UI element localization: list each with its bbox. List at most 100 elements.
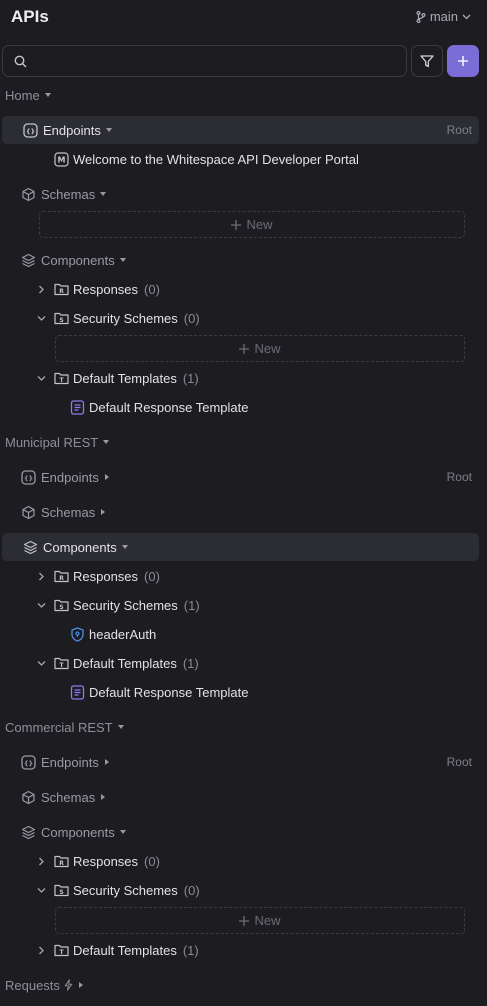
add-button[interactable] — [447, 45, 479, 77]
item-count: (0) — [144, 568, 160, 584]
new-label: New — [246, 217, 273, 232]
caret-down-icon — [119, 258, 126, 262]
filter-button[interactable] — [411, 45, 443, 77]
tree-item-schemas[interactable]: Schemas — [0, 498, 487, 526]
cube-icon — [20, 789, 36, 805]
tree-item-components[interactable]: Components — [0, 246, 487, 274]
tree-item-components[interactable]: Components — [0, 818, 487, 846]
section-label: Home — [5, 87, 40, 103]
chevron-down-icon[interactable] — [35, 599, 47, 611]
new-schema-button[interactable]: New — [39, 211, 465, 238]
tree-item-responses[interactable]: R Responses (0) — [0, 847, 487, 875]
chevron-right-icon[interactable] — [35, 855, 47, 867]
item-count: (1) — [182, 942, 199, 958]
tree-item-label: Schemas — [41, 504, 96, 520]
shield-icon — [69, 626, 85, 642]
chevron-right-icon[interactable] — [35, 283, 47, 295]
template-doc-icon — [69, 399, 85, 415]
template-doc-icon — [69, 684, 85, 700]
root-label: Root — [446, 123, 472, 137]
branch-name: main — [429, 9, 458, 24]
cube-icon — [20, 186, 36, 202]
tree-item-label: Security Schemes — [73, 597, 178, 613]
tree-item-label: Responses — [73, 568, 139, 584]
tree-item-responses[interactable]: R Responses (0) — [0, 562, 487, 590]
plus-icon — [231, 219, 242, 230]
svg-text:T: T — [59, 662, 64, 669]
section-requests[interactable]: Requests — [0, 971, 487, 999]
tree-item-security-schemes[interactable]: S Security Schemes (0) — [0, 304, 487, 332]
section-label: Commercial REST — [5, 719, 113, 735]
folder-template-icon: T — [53, 655, 69, 671]
section-home[interactable]: Home — [0, 81, 487, 109]
tree-item-label: Default Response Template — [89, 684, 249, 700]
caret-right-icon — [78, 982, 83, 988]
tree-item-label: Default Templates — [73, 655, 177, 671]
chevron-down-icon[interactable] — [35, 884, 47, 896]
tree-item-default-response-template[interactable]: Default Response Template — [0, 678, 487, 706]
item-count: (0) — [183, 310, 200, 326]
folder-security-icon: S — [53, 882, 69, 898]
root-label: Root — [446, 470, 472, 484]
tree-item-welcome-doc[interactable]: M Welcome to the Whitespace API Develope… — [0, 145, 487, 173]
folder-template-icon: T — [53, 942, 69, 958]
tree-item-label: Endpoints — [43, 122, 101, 138]
endpoints-icon: {} — [20, 469, 36, 485]
chevron-down-icon[interactable] — [35, 372, 47, 384]
chevron-right-icon[interactable] — [35, 570, 47, 582]
tree-item-endpoints[interactable]: {} Endpoints Root — [2, 116, 479, 144]
svg-text:M: M — [57, 155, 65, 164]
item-count: (0) — [144, 281, 160, 297]
svg-text:S: S — [59, 317, 63, 324]
caret-right-icon — [101, 509, 106, 515]
root-label: Root — [446, 755, 472, 769]
svg-text:T: T — [59, 949, 64, 956]
lightning-icon — [64, 979, 73, 991]
folder-response-icon: R — [53, 281, 69, 297]
svg-text:{}: {} — [25, 127, 34, 135]
caret-down-icon — [105, 128, 112, 132]
tree-item-label: Security Schemes — [73, 310, 178, 326]
cube-icon — [20, 504, 36, 520]
tree-item-label: Endpoints — [41, 469, 99, 485]
tree-item-endpoints[interactable]: {} Endpoints Root — [0, 463, 487, 491]
folder-template-icon: T — [53, 370, 69, 386]
tree-item-default-response-template[interactable]: Default Response Template — [0, 393, 487, 421]
item-count: (1) — [182, 655, 199, 671]
svg-text:T: T — [59, 377, 64, 384]
caret-down-icon — [119, 830, 126, 834]
tree-item-security-schemes[interactable]: S Security Schemes (1) — [0, 591, 487, 619]
endpoints-icon: {} — [20, 754, 36, 770]
tree-item-schemas[interactable]: Schemas — [0, 783, 487, 811]
tree-item-components[interactable]: Components — [2, 533, 479, 561]
tree-item-endpoints[interactable]: {} Endpoints Root — [0, 748, 487, 776]
tree-item-default-templates[interactable]: T Default Templates (1) — [0, 936, 487, 964]
section-municipal-rest[interactable]: Municipal REST — [0, 428, 487, 456]
tree-item-responses[interactable]: R Responses (0) — [0, 275, 487, 303]
item-count: (1) — [182, 370, 199, 386]
item-count: (1) — [183, 597, 200, 613]
section-commercial-rest[interactable]: Commercial REST — [0, 713, 487, 741]
new-label: New — [254, 913, 281, 928]
tree-item-security-schemes[interactable]: S Security Schemes (0) — [0, 876, 487, 904]
tree-item-default-templates[interactable]: T Default Templates (1) — [0, 364, 487, 392]
folder-response-icon: R — [53, 853, 69, 869]
chevron-down-icon[interactable] — [35, 312, 47, 324]
branch-selector[interactable]: main — [416, 9, 471, 24]
chevron-right-icon[interactable] — [35, 944, 47, 956]
new-label: New — [254, 341, 281, 356]
filter-icon — [420, 54, 434, 67]
tree-item-label: Default Response Template — [89, 399, 249, 415]
search-input[interactable] — [2, 45, 407, 77]
tree-item-label: Endpoints — [41, 754, 99, 770]
chevron-down-icon[interactable] — [35, 657, 47, 669]
section-label: Requests — [5, 977, 60, 993]
item-count: (0) — [144, 853, 160, 869]
page-title: APIs — [11, 7, 49, 26]
new-security-scheme-button[interactable]: New — [55, 335, 465, 362]
tree-item-default-templates[interactable]: T Default Templates (1) — [0, 649, 487, 677]
new-security-scheme-button[interactable]: New — [55, 907, 465, 934]
caret-down-icon — [117, 725, 124, 729]
tree-item-schemas[interactable]: Schemas — [0, 180, 487, 208]
tree-item-header-auth[interactable]: headerAuth — [0, 620, 487, 648]
